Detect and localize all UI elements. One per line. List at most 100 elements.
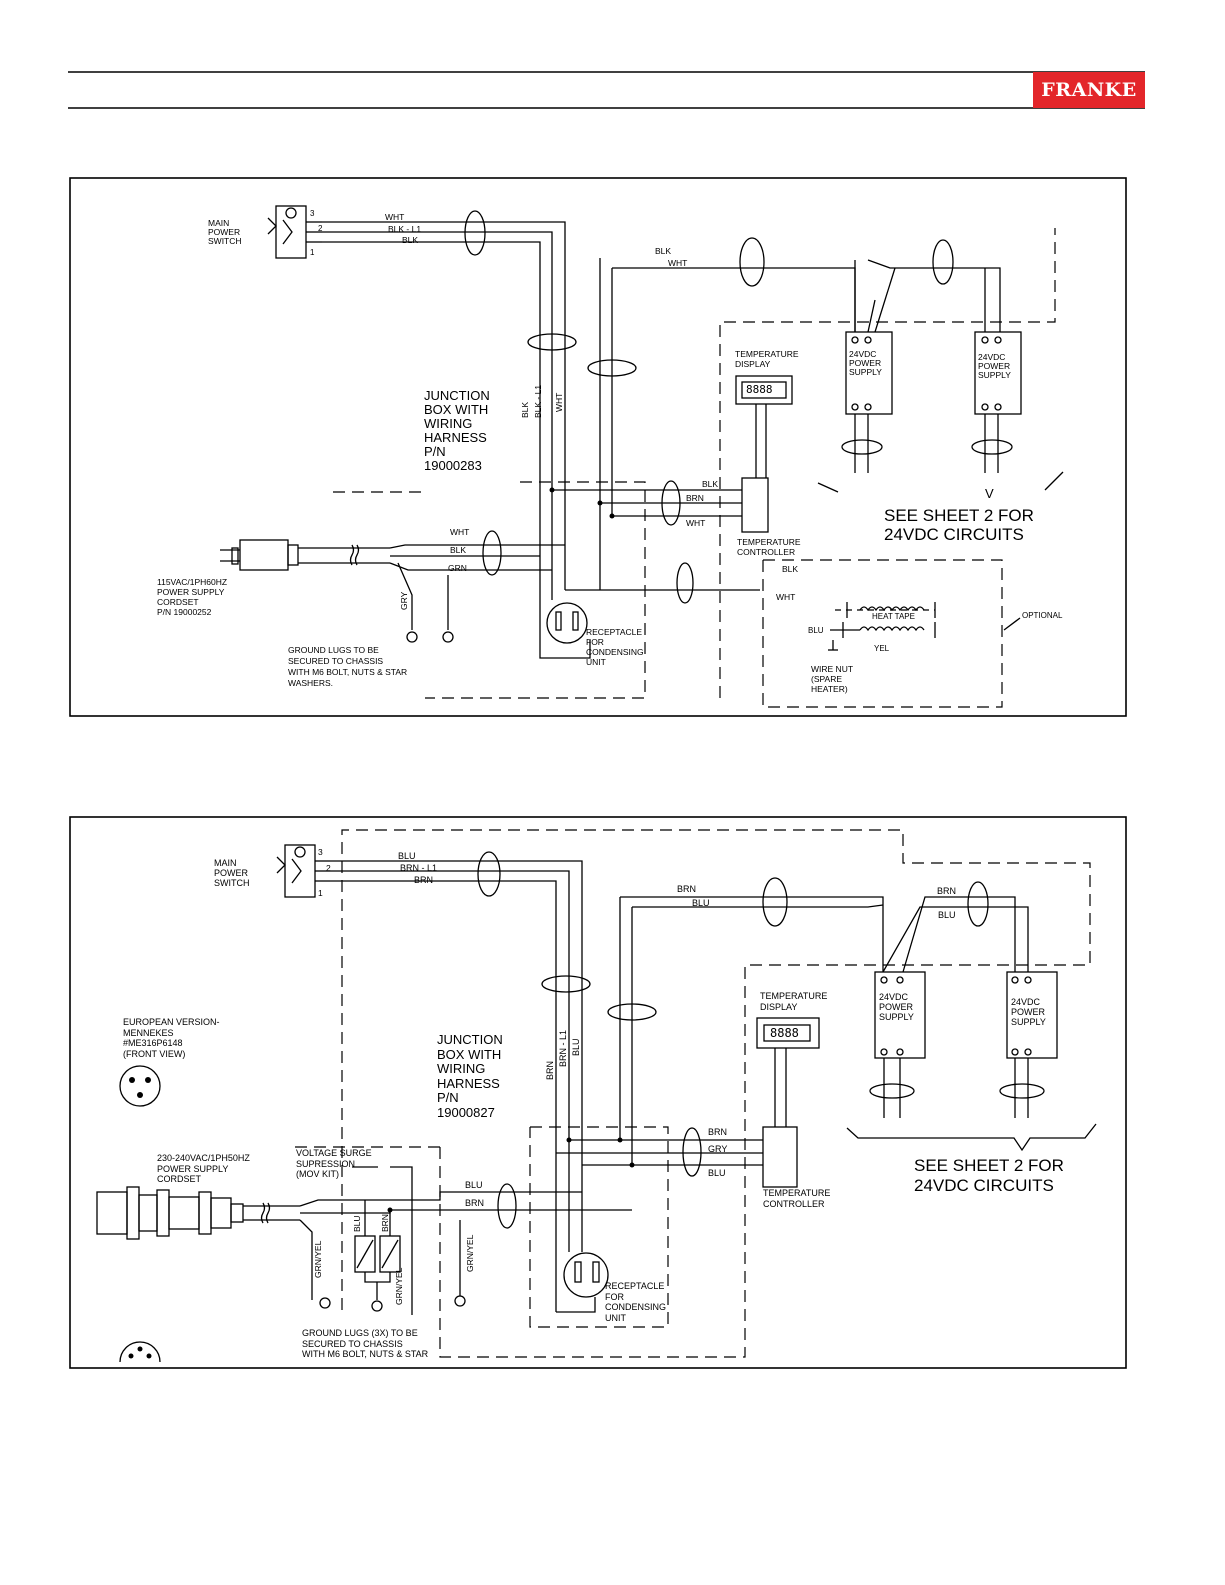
junction-box-label: JUNCTION BOX WITH WIRING HARNESS P/N 190… xyxy=(424,389,490,473)
wire-label-vertical: BLU xyxy=(352,1215,362,1232)
wire-label-vertical: BRN xyxy=(380,1214,390,1232)
european-version-label: EUROPEAN VERSION- MENNEKES #ME316P6148 (… xyxy=(123,1017,220,1059)
wire-label: BLK xyxy=(782,564,799,574)
see-sheet-note: SEE SHEET 2 FOR 24VDC CIRCUITS xyxy=(884,506,1034,544)
main-power-switch-label: MAIN POWER SWITCH xyxy=(214,858,250,888)
heat-tape-label: HEAT TAPE xyxy=(872,612,915,621)
label-line: MENNEKES xyxy=(123,1027,174,1038)
wire-label: WHT xyxy=(668,258,688,268)
receptacle-label: RECEPTACLE FOR CONDENSING UNIT xyxy=(605,1281,666,1323)
label-line: GROUND LUGS (3X) TO BE xyxy=(302,1328,418,1338)
label-line: 19000827 xyxy=(437,1104,495,1120)
wire-label: BLK xyxy=(702,479,719,489)
wire-label: BLU xyxy=(938,910,956,920)
label-line: CORDSET xyxy=(157,597,199,607)
label-line: VOLTAGE SURGE xyxy=(296,1148,372,1158)
label-line: HEATER) xyxy=(811,684,848,694)
label-line: P/N xyxy=(424,444,446,459)
wire-label: BRN xyxy=(708,1127,728,1137)
mennekes-connector-icon xyxy=(119,1065,161,1363)
label-line: SEE SHEET 2 FOR xyxy=(914,1156,1064,1175)
wire-label-vertical: GRN/YEL xyxy=(394,1267,404,1305)
label-line: TEMPERATURE xyxy=(763,1188,831,1198)
plug-icon-eu xyxy=(96,1186,300,1240)
logo-text: FRANKE xyxy=(1041,79,1137,101)
terminal-1: 1 xyxy=(310,248,315,257)
label-line: POWER SUPPLY xyxy=(157,587,225,597)
label-line: HARNESS xyxy=(424,430,487,445)
wire-label: BLU xyxy=(692,898,710,908)
temperature-controller-label: TEMPERATURE CONTROLLER xyxy=(737,537,801,557)
label-line: 24VDC xyxy=(1011,997,1041,1007)
label-line: CONTROLLER xyxy=(737,547,796,557)
voltage-surge-label: VOLTAGE SURGE SUPRESSION (MOV KIT) xyxy=(296,1148,372,1180)
label-line: HARNESS xyxy=(437,1075,500,1091)
terminal-3: 3 xyxy=(310,209,315,218)
label-line: CONDENSING xyxy=(605,1302,667,1312)
label-line: WITH M6 BOLT, NUTS & STAR xyxy=(288,667,408,677)
label-line: SECURED TO CHASSIS xyxy=(288,656,384,666)
terminal-1: 1 xyxy=(318,888,323,898)
label-line: POWER SUPPLY xyxy=(157,1163,229,1174)
wire-label-vertical: GRN/YEL xyxy=(465,1234,475,1272)
wire-label-vertical: BLU xyxy=(571,1038,581,1056)
wire-nut-label: WIRE NUT (SPARE HEATER) xyxy=(811,664,853,694)
ground-lugs-note: GROUND LUGS (3X) TO BE SECURED TO CHASSI… xyxy=(302,1328,428,1360)
label-line: JUNCTION xyxy=(437,1032,503,1047)
temperature-display-label: TEMPERATURE DISPLAY xyxy=(735,349,799,369)
power-supply-1-label: 24VDC POWER SUPPLY xyxy=(849,350,882,377)
label-line: WIRING xyxy=(424,416,473,431)
label-line: TEMPERATURE xyxy=(760,991,828,1001)
power-supply-2-label: 24VDC POWER SUPPLY xyxy=(978,353,1011,380)
main-power-switch-icon xyxy=(267,205,322,259)
label-line: JUNCTION xyxy=(424,388,490,403)
ground-lugs-note: GROUND LUGS TO BE SECURED TO CHASSIS WIT… xyxy=(288,645,407,689)
label-line: GROUND LUGS TO BE xyxy=(288,645,379,655)
label-line: SUPPLY xyxy=(849,367,882,377)
label-line: SECURED TO CHASSIS xyxy=(302,1338,403,1349)
power-supply-1-label: 24VDC POWER SUPPLY xyxy=(879,992,914,1022)
wire-label: GRY xyxy=(708,1144,728,1154)
label-line: TEMPERATURE xyxy=(737,537,801,547)
power-cord-label: 230-240VAC/1PH50HZ POWER SUPPLY CORDSET xyxy=(157,1153,250,1185)
label-line: SWITCH xyxy=(208,236,242,246)
label-line: MAIN xyxy=(208,218,230,228)
label-line: DISPLAY xyxy=(735,359,771,369)
wire-label: BRN xyxy=(686,493,704,503)
label-line: (MOV KIT) xyxy=(296,1169,339,1179)
power-supply-2-label: 24VDC POWER SUPPLY xyxy=(1011,997,1046,1027)
label-line: (FRONT VIEW) xyxy=(123,1048,186,1059)
power-cord-label: 115VAC/1PH60HZ POWER SUPPLY CORDSET P/N … xyxy=(157,577,227,617)
terminal-3: 3 xyxy=(318,847,323,857)
label-line: #ME316P6148 xyxy=(123,1038,183,1048)
wire-label: BRN xyxy=(677,884,697,894)
label-line: 115VAC/1PH60HZ xyxy=(157,577,228,587)
label-line: POWER xyxy=(879,1002,914,1012)
wire-label: BLU xyxy=(808,626,824,635)
label-line: POWER xyxy=(208,227,241,237)
label-line: CONTROLLER xyxy=(763,1198,825,1209)
label-line: RECEPTACLE xyxy=(586,627,643,637)
wire-label-vertical: GRN/YEL xyxy=(313,1240,323,1278)
display-digits: 8888 xyxy=(770,1026,799,1040)
label-line: MAIN xyxy=(214,858,237,868)
label-line: FOR xyxy=(586,637,604,647)
wire-label: BLU xyxy=(708,1168,726,1178)
wire-label: BLU xyxy=(465,1180,483,1190)
label-line: SEE SHEET 2 FOR xyxy=(884,506,1034,525)
arrow-mark: V xyxy=(985,486,994,501)
label-line: 24VDC xyxy=(879,992,909,1002)
wire-label: GRN xyxy=(448,563,467,573)
receptacle-label: RECEPTACLE FOR CONDENSING UNIT xyxy=(586,627,644,667)
label-line: (SPARE xyxy=(811,674,843,684)
label-line: POWER xyxy=(978,361,1011,371)
terminal-2: 2 xyxy=(318,224,323,233)
wire-label: WHT xyxy=(776,592,796,602)
label-line: TEMPERATURE xyxy=(735,349,799,359)
label-line: P/N 19000252 xyxy=(157,607,212,617)
terminal-2: 2 xyxy=(326,863,331,873)
label-line: WASHERS. xyxy=(288,678,334,688)
